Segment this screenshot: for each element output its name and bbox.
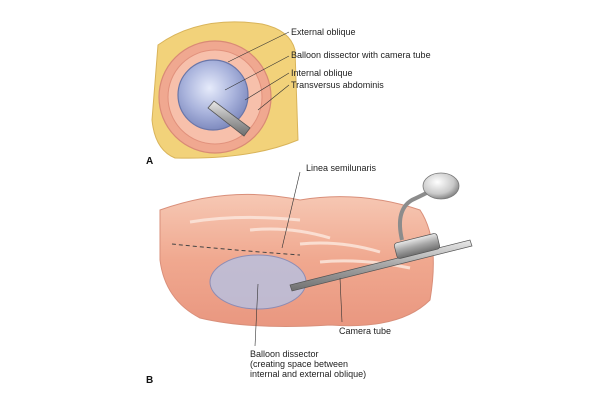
- balloon-leader: [254, 283, 259, 347]
- inflation-bulb: [422, 172, 460, 200]
- label-external-oblique: External oblique: [291, 27, 356, 37]
- panel-letter-b: B: [146, 375, 154, 386]
- linea-semilunaris-line: [171, 243, 301, 256]
- leader-lines-a: [224, 31, 290, 111]
- label-linea-semilunaris: Linea semilunaris: [306, 163, 377, 173]
- label-internal-oblique: Internal oblique: [291, 68, 353, 78]
- label-camera-tube: Camera tube: [339, 326, 392, 336]
- label-transversus-abdominis: Transversus abdominis: [291, 80, 384, 90]
- fascia-lines: [189, 215, 411, 270]
- label-balloon-dissector-line-1: Balloon dissector: [250, 349, 319, 359]
- label-balloon-dissector-line-3: internal and external oblique): [250, 369, 367, 379]
- camera-tube-a: [207, 100, 251, 137]
- panel-letter-a: A: [146, 156, 154, 167]
- camera-tube-leader: [339, 277, 343, 323]
- label-balloon-dissector-camera: Balloon dissector with camera tube: [291, 50, 431, 60]
- label-balloon-dissector: Balloon dissector (creating space betwee…: [250, 349, 366, 379]
- tube-handle: [394, 233, 440, 259]
- label-balloon-dissector-line-2: (creating space between: [250, 359, 349, 369]
- balloon-a: [177, 59, 249, 131]
- panel-a-figure: [151, 21, 299, 159]
- balloon-b: [209, 254, 307, 310]
- panel-b-figure: [159, 171, 473, 347]
- linea-leader: [281, 171, 301, 249]
